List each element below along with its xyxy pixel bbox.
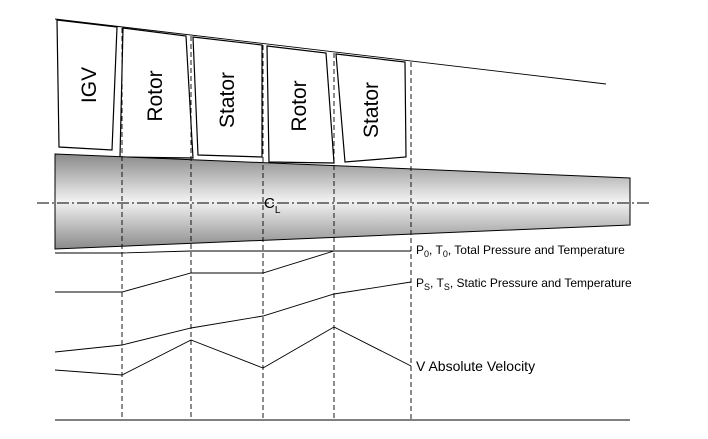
rotor-1-label: Rotor <box>144 70 167 121</box>
absolute-velocity-curve <box>54 326 412 376</box>
stator-2-blade <box>335 53 407 163</box>
total-pressure-curve <box>55 250 411 254</box>
stator-1-blade <box>192 36 263 158</box>
rotor-2-label: Rotor <box>288 80 311 131</box>
rotor-1-blade <box>119 27 194 159</box>
igv-blade <box>56 19 118 151</box>
absolute-velocity-label: V Absolute Velocity <box>416 358 535 374</box>
casing-line <box>54 18 607 85</box>
static-pressure-label: PS, TS, Static Pressure and Temperature <box>416 276 632 292</box>
hub-body <box>54 153 631 250</box>
static-pressure-curve-2 <box>54 281 412 353</box>
total-pressure-label: P0, T0, Total Pressure and Temperature <box>416 243 625 259</box>
static-pressure-curve <box>55 250 335 293</box>
stator-1-label: Stator <box>216 72 239 128</box>
igv-label: IGV <box>78 67 101 103</box>
rotor-2-blade <box>266 45 335 164</box>
centerline-label: CL <box>264 195 281 216</box>
stator-2-label: Stator <box>360 82 383 138</box>
